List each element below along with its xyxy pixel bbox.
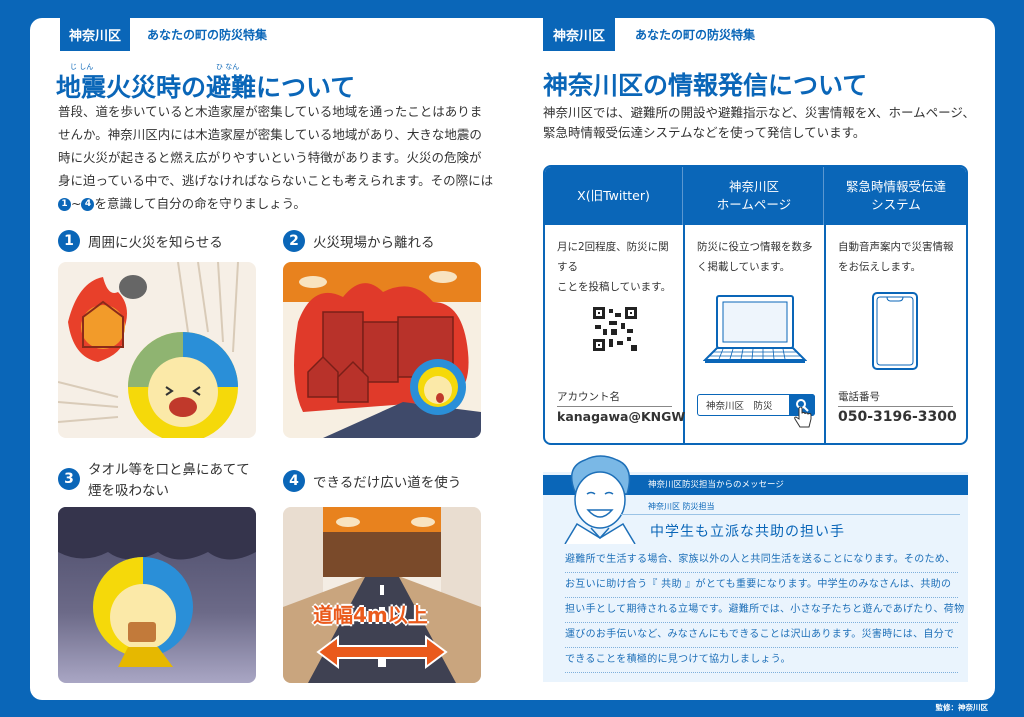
phone-label: 電話番号 bbox=[838, 389, 953, 407]
intro-line: 身に迫っている中で、逃げなければならないことも考えられます。その際には bbox=[58, 173, 494, 188]
message-line: できることを積極的に見つけて協力しましょう。 bbox=[565, 648, 958, 673]
channel-homepage: 神奈川区 ホームページ 防災に役立つ情報を数多 く掲載しています。 神奈川区 防… bbox=[685, 167, 826, 443]
search-button[interactable] bbox=[789, 394, 815, 416]
channel-header-line: 緊急時情報受伝達 bbox=[845, 179, 946, 194]
phone-number[interactable]: 050-3196-3300 bbox=[838, 409, 957, 425]
step-number: 4 bbox=[283, 470, 305, 492]
page-title: 地震火災時の避難について bbox=[56, 73, 356, 102]
channel-description: 自動音声案内で災害情報 をお伝えします。 bbox=[838, 237, 958, 277]
desc-line: ことを投稿しています。 bbox=[557, 281, 672, 293]
desc-line: 自動音声案内で災害情報 bbox=[838, 241, 954, 253]
step-1-heading: 1 周囲に火災を知らせる bbox=[58, 230, 223, 252]
divider bbox=[620, 514, 960, 515]
message-bar-title: 神奈川区防災担当からのメッセージ bbox=[648, 480, 784, 490]
message-body: 避難所で生活する場合、家族以外の人と共同生活を送ることになります。そのため、 お… bbox=[565, 548, 964, 673]
message-line: 担い手として期待される立場です。避難所では、小さな子たちと遊んであげたり、荷物 bbox=[565, 598, 964, 623]
step-label: タオル等を口と鼻にあてて 煙を吸わない bbox=[88, 460, 250, 502]
step-label: 火災現場から離れる bbox=[313, 235, 435, 251]
message-line: 運びのお手伝いなど、みなさんにもできることは沢山あります。災害時には、自分で bbox=[565, 623, 958, 648]
channel-x: X(旧Twitter) 月に2回程度、防災に関する ことを投稿しています。 アカ… bbox=[545, 167, 685, 443]
step-label-line: 煙を吸わない bbox=[88, 483, 169, 499]
step-1-illustration bbox=[58, 262, 256, 438]
message-line: お互いに助け合う『 共助 』がとても重要になります。中学生のみなさんは、共助の bbox=[565, 573, 958, 598]
qr-code-icon[interactable] bbox=[593, 307, 637, 351]
step-label: 周囲に火災を知らせる bbox=[88, 235, 223, 251]
title-ruby: ひ なん bbox=[216, 63, 240, 71]
step-label-line: タオル等を口と鼻にあてて bbox=[88, 462, 250, 478]
page-title: 神奈川区の情報発信について bbox=[543, 71, 868, 100]
road-width-label: 道幅4m以上 bbox=[313, 603, 428, 627]
smartphone-icon bbox=[872, 292, 918, 370]
step-label: できるだけ広い道を使う bbox=[313, 475, 462, 491]
desc-line: をお伝えします。 bbox=[838, 261, 921, 273]
search-input[interactable]: 神奈川区 防災 bbox=[697, 394, 815, 416]
step-2-illustration bbox=[283, 262, 481, 438]
intro-line: 神奈川区では、避難所の開設や避難指示など、災害情報をX、ホームページ、 bbox=[543, 105, 975, 120]
intro-line: 緊急時情報受伝達システムなどを使って発信しています。 bbox=[543, 125, 866, 140]
district-tag: 神奈川区 bbox=[60, 18, 130, 51]
intro-paragraph: 普段、道を歩いていると木造家屋が密集している地域を通ったことはありま せんか。神… bbox=[58, 100, 498, 215]
channel-description: 防災に役立つ情報を数多 く掲載しています。 bbox=[697, 237, 817, 277]
step-4-illustration: 道幅4m以上 bbox=[283, 507, 481, 683]
channel-header-line: システム bbox=[871, 197, 921, 212]
staff-portrait-icon bbox=[564, 455, 636, 544]
channel-emergency-system: 緊急時情報受伝達 システム 自動音声案内で災害情報 をお伝えします。 電話番号 … bbox=[826, 167, 966, 443]
laptop-icon bbox=[703, 295, 807, 363]
step-number: 2 bbox=[283, 230, 305, 252]
channel-header: X(旧Twitter) bbox=[545, 167, 683, 225]
title-ruby: じ しん bbox=[70, 63, 94, 71]
channel-description: 月に2回程度、防災に関する ことを投稿しています。 bbox=[557, 237, 677, 297]
desc-line: 防災に役立つ情報を数多 bbox=[697, 241, 813, 253]
step-number: 3 bbox=[58, 468, 80, 490]
channel-header: 神奈川区 ホームページ bbox=[685, 167, 824, 225]
channel-header: 緊急時情報受伝達 システム bbox=[826, 167, 966, 225]
account-value[interactable]: kanagawa@KNGW bbox=[557, 409, 686, 424]
step-3-illustration bbox=[58, 507, 256, 683]
smoke-cover-illustration-icon bbox=[58, 507, 256, 667]
intro-line: せんか。神奈川区内には木造家屋が密集している地域があり、大きな地震の bbox=[58, 127, 482, 142]
section-subtitle: あなたの町の防災特集 bbox=[635, 28, 756, 42]
district-tag: 神奈川区 bbox=[543, 18, 615, 51]
number-badge: 4 bbox=[81, 198, 95, 211]
message-line: 避難所で生活する場合、家族以外の人と共同生活を送ることになります。そのため、 bbox=[565, 548, 958, 573]
channel-header-line: X(旧Twitter) bbox=[577, 188, 650, 203]
account-label: アカウント名 bbox=[557, 389, 672, 407]
intro-line: 普段、道を歩いていると木造家屋が密集している地域を通ったことはありま bbox=[58, 104, 483, 119]
desc-line: 月に2回程度、防災に関する bbox=[557, 241, 669, 273]
step-3-heading: 3 タオル等を口と鼻にあてて 煙を吸わない bbox=[58, 460, 250, 502]
tilde: ~ bbox=[71, 196, 82, 211]
desc-line: く掲載しています。 bbox=[697, 261, 791, 273]
message-header-bar bbox=[543, 475, 968, 495]
search-query: 神奈川区 防災 bbox=[706, 401, 773, 412]
message-speaker: 神奈川区 防災担当 bbox=[648, 502, 715, 511]
info-channels-table: X(旧Twitter) 月に2回程度、防災に関する ことを投稿しています。 アカ… bbox=[543, 165, 968, 445]
message-headline: 中学生も立派な共助の担い手 bbox=[650, 524, 845, 540]
number-badge: 1 bbox=[58, 198, 71, 211]
wide-road-illustration-icon bbox=[283, 507, 481, 683]
channel-header-line: ホームページ bbox=[716, 197, 792, 212]
intro-line: 時に火災が起きると燃え広がりやすいという特徴があります。火災の危険が bbox=[58, 150, 482, 165]
supervision-credit: 監修：神奈川区 bbox=[935, 703, 989, 712]
intro-text: を意識して自分の命を守りましょう。 bbox=[94, 196, 306, 211]
mascot-shouting-illustration-icon bbox=[58, 262, 239, 438]
section-subtitle: あなたの町の防災特集 bbox=[147, 28, 268, 42]
channel-header-line: 神奈川区 bbox=[728, 179, 779, 194]
step-number: 1 bbox=[58, 230, 80, 252]
burning-town-illustration-icon bbox=[283, 262, 481, 438]
intro-paragraph: 神奈川区では、避難所の開設や避難指示など、災害情報をX、ホームページ、 緊急時情… bbox=[543, 103, 983, 143]
step-2-heading: 2 火災現場から離れる bbox=[283, 230, 435, 252]
pointer-hand-icon bbox=[794, 407, 812, 428]
step-4-heading: 4 できるだけ広い道を使う bbox=[283, 470, 461, 492]
